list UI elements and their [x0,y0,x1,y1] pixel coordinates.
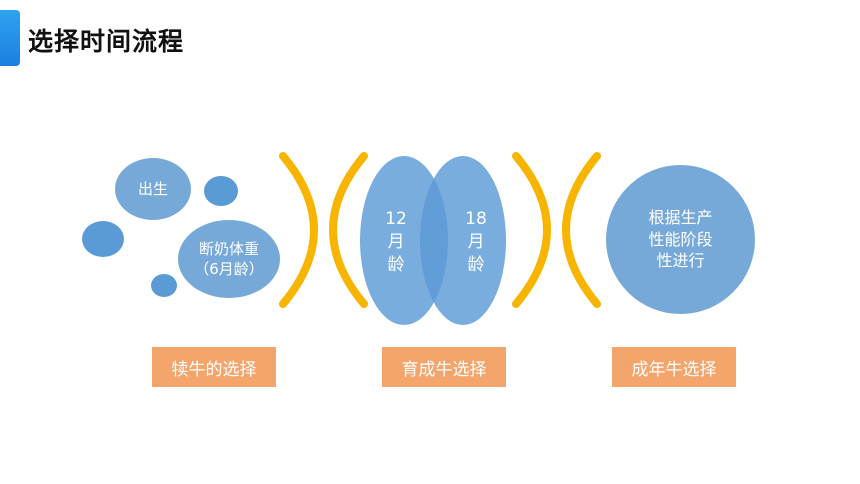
age-char-right: 龄 [467,254,485,275]
birth-text: 出生 [137,179,168,198]
adult-selection-label: 成年牛选择 [612,347,736,387]
adult-text-line2: 性能阶段 [648,229,713,249]
adult-text-line1: 根据生产 [648,208,713,228]
bracket-left-2 [562,152,601,308]
month-char-right: 月 [467,231,485,252]
venn-left-text: 12 月 龄 [380,208,412,277]
heifer-selection-label: 育成牛选择 [382,347,506,387]
weaning-weight-text: 断奶体重 [198,239,259,258]
title-accent-bar [0,10,20,66]
bracket-left-1 [329,152,368,308]
age-12: 12 [385,209,407,229]
age-char-left: 龄 [387,254,405,275]
page-title: 选择时间流程 [28,27,185,56]
age-18: 18 [465,209,487,229]
calf-selection-label: 犊牛的选择 [152,347,276,387]
small-dot-left [82,221,124,257]
birth-bubble: 出生 [115,158,191,220]
adult-criteria-circle: 根据生产 性能阶段 性进行 [606,165,755,314]
weaning-age-text: （6月龄） [194,260,264,278]
venn-right-text: 18 月 龄 [460,208,492,277]
small-dot-top-right [204,176,238,206]
bracket-right-1 [279,152,318,308]
bracket-right-2 [512,152,551,308]
month-char-left: 月 [387,231,405,252]
adult-text-line3: 性进行 [656,251,705,271]
weaning-weight-bubble: 断奶体重 （6月龄） [178,220,280,298]
small-dot-bottom [151,274,177,297]
venn-right-ellipse [420,156,506,325]
